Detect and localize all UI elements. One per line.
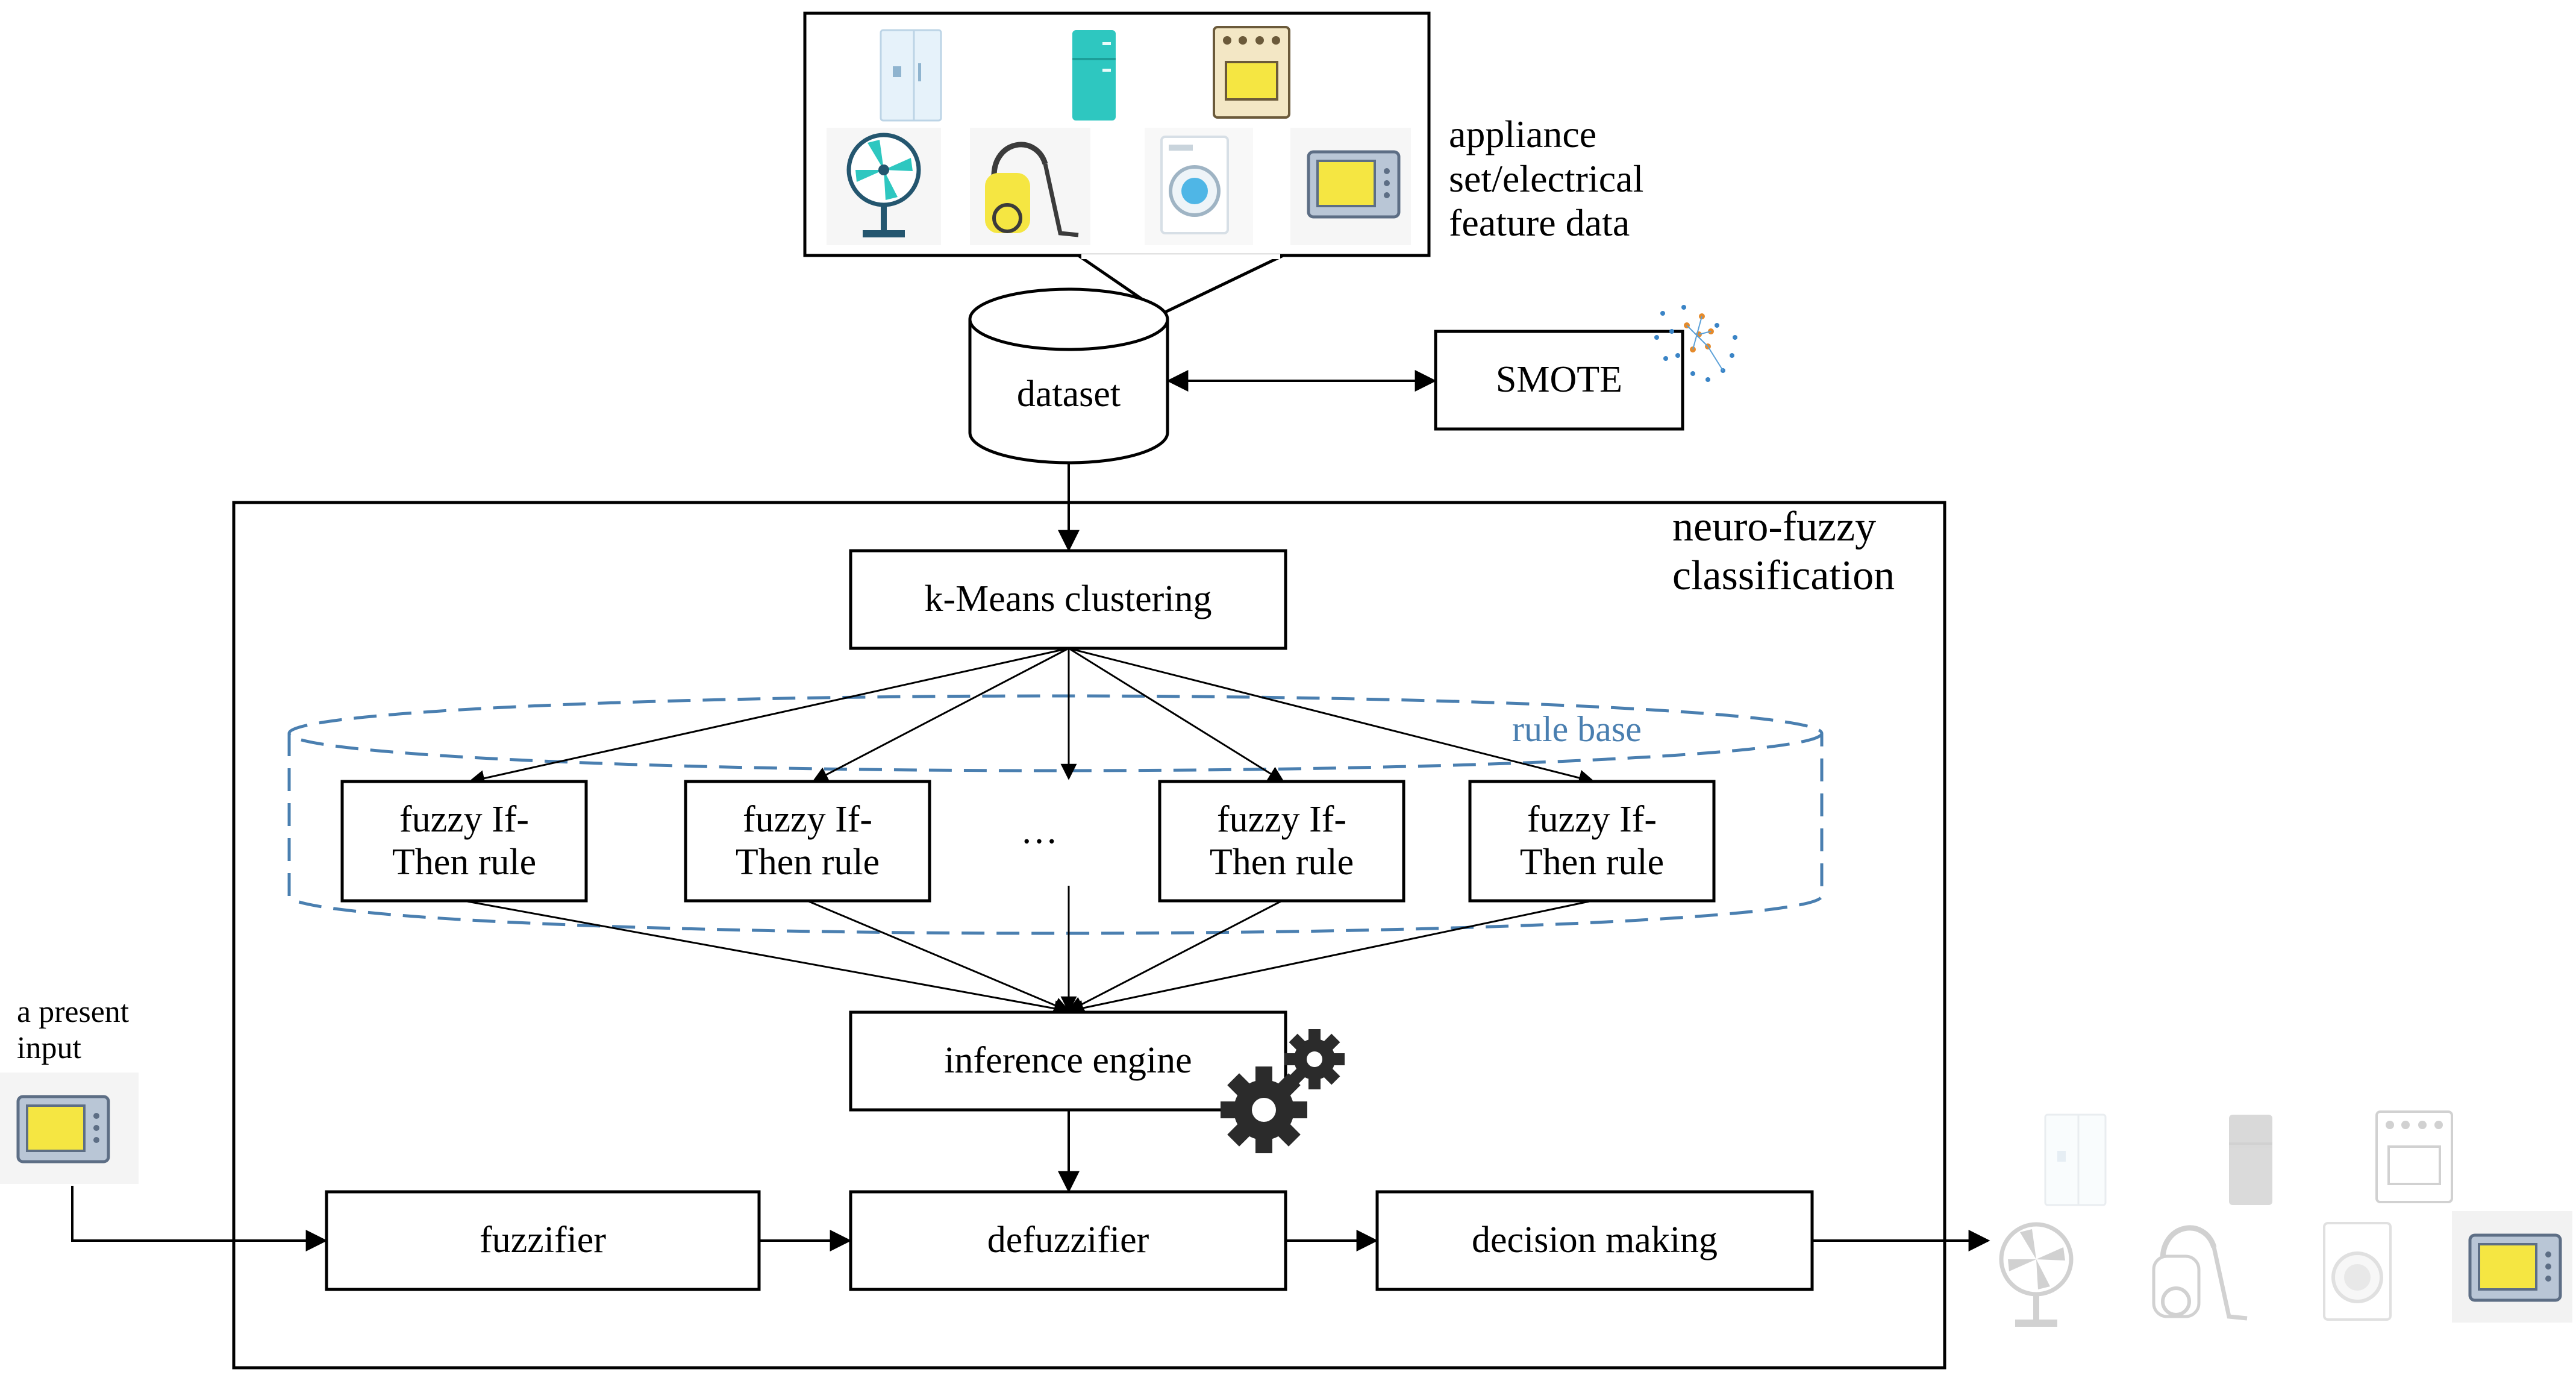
rule-box-2 [684, 780, 931, 903]
output-washing-machine-icon [2323, 1222, 2392, 1321]
kmeans-to-rules-arrows [468, 647, 1595, 786]
neuro-fuzzy-title: neuro-fuzzy classification [1672, 504, 1895, 599]
rule-ellipsis: … [1021, 810, 1058, 852]
output-mini-fridge-icon [2229, 1115, 2272, 1205]
fuzzifier-label: fuzzifier [480, 1220, 606, 1261]
inference-engine-label: inference engine [944, 1040, 1192, 1082]
smote-scatter-icon [1654, 305, 1737, 382]
fridge-icon [880, 29, 942, 122]
mini-fridge-icon [1072, 30, 1116, 121]
input-microwave-icon [0, 1073, 139, 1184]
output-vacuum-icon [2152, 1225, 2248, 1321]
rules-to-inference-arrows [463, 886, 1593, 1016]
rule-base-cylinder [287, 694, 1824, 935]
rule-base-label: rule base [1512, 709, 1642, 749]
gears-icon [1221, 1029, 1345, 1153]
kmeans-box [849, 549, 1287, 650]
appliance-set-callout [803, 11, 1431, 315]
washing-machine-icon [1145, 128, 1253, 245]
rule-box-4 [1468, 780, 1716, 903]
rule-label-3: fuzzy If- Then rule [1209, 798, 1354, 883]
rule-label-4: fuzzy If- Then rule [1519, 798, 1665, 883]
present-input-caption: a present input [17, 995, 130, 1065]
dataset-cylinder [968, 287, 1169, 465]
kmeans-label: k-Means clustering [924, 578, 1212, 620]
inference-engine-box [849, 1010, 1287, 1112]
rule-label-1: fuzzy If- Then rule [392, 798, 537, 883]
input-to-fuzzifier-arrow [71, 1186, 328, 1251]
output-microwave-icon [2452, 1211, 2572, 1323]
vacuum-icon [970, 128, 1090, 245]
microwave-icon [1290, 128, 1411, 245]
defuzzifier-label: defuzzifier [987, 1220, 1149, 1261]
appliance-set-caption: appliance set/electrical feature data [1449, 113, 1644, 245]
output-fan-icon [1999, 1222, 2074, 1327]
smote-label: SMOTE [1495, 359, 1623, 401]
output-appliances [1999, 1110, 2572, 1327]
decision-making-label: decision making [1471, 1220, 1718, 1261]
neuro-fuzzy-frame [232, 501, 1946, 1370]
dataset-label: dataset [1016, 374, 1121, 415]
fan-icon [827, 128, 941, 245]
oven-icon [1213, 26, 1290, 119]
rule-label-2: fuzzy If- Then rule [735, 798, 880, 883]
output-fridge-icon [2044, 1113, 2107, 1206]
output-oven-icon [2375, 1110, 2453, 1203]
defuzzifier-box [849, 1190, 1287, 1291]
rule-box-3 [1158, 780, 1405, 903]
